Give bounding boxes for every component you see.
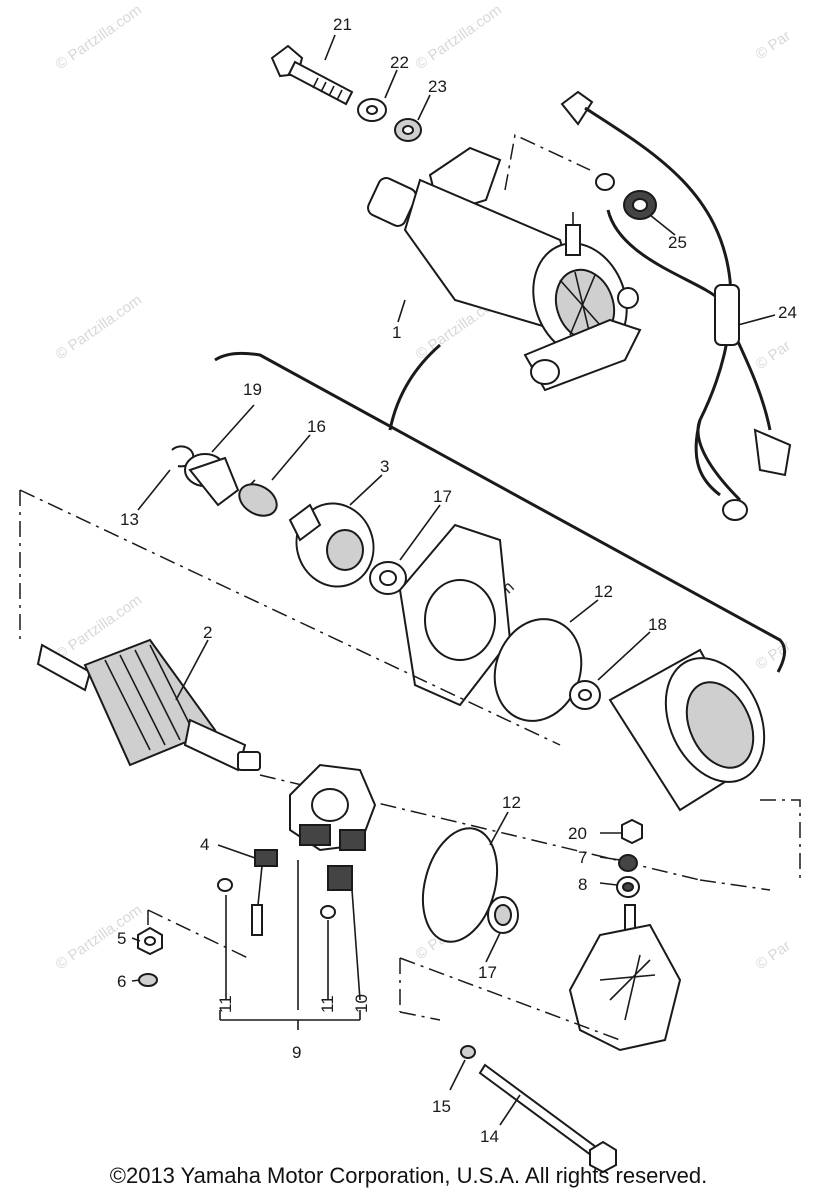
group-leader bbox=[388, 343, 441, 431]
watermark: © Par bbox=[753, 937, 794, 973]
callout-11-right: 11 bbox=[318, 995, 337, 1013]
callout-7: 7 bbox=[578, 848, 587, 867]
callout-17-upper: 17 bbox=[433, 487, 452, 506]
callout-16: 16 bbox=[307, 417, 326, 436]
washer-15 bbox=[460, 1045, 476, 1059]
washer-6 bbox=[138, 973, 158, 987]
collar-19 bbox=[184, 453, 240, 507]
brush-plate bbox=[289, 763, 377, 852]
watermark: © Par bbox=[753, 337, 794, 373]
callout-17-lower: 17 bbox=[478, 963, 497, 982]
brush-holder-10 bbox=[327, 865, 353, 891]
leader-lines bbox=[131, 34, 776, 1126]
callout-1: 1 bbox=[392, 323, 401, 342]
group-bracket bbox=[214, 351, 786, 673]
assembly-guide-line bbox=[147, 909, 621, 1041]
clutch-gear-3 bbox=[288, 502, 375, 588]
washer-11-left bbox=[217, 878, 233, 892]
washer-18 bbox=[569, 680, 601, 710]
watermark: © Partzilla.com bbox=[53, 901, 146, 973]
callout-6: 6 bbox=[117, 972, 126, 991]
washer-17-lower bbox=[487, 896, 519, 934]
callout-13: 13 bbox=[120, 510, 139, 529]
callout-9: 9 bbox=[292, 1043, 301, 1062]
watermark: © Partzilla.com bbox=[413, 1, 506, 73]
washer-11-right bbox=[320, 905, 336, 919]
callout-21: 21 bbox=[333, 15, 352, 34]
through-bolt-14 bbox=[478, 1063, 617, 1174]
spring-16 bbox=[238, 479, 278, 517]
starter-wire-lead-24 bbox=[560, 90, 792, 521]
watermark-layer: © Partzilla.com © Partzilla.com © Par © … bbox=[53, 1, 794, 973]
assembly-guide-line bbox=[219, 1010, 361, 1030]
callout-10: 10 bbox=[352, 994, 371, 1013]
bushing-8 bbox=[616, 876, 640, 898]
callout-15: 15 bbox=[432, 1097, 451, 1116]
callout-2: 2 bbox=[203, 623, 212, 642]
callout-22: 22 bbox=[390, 53, 409, 72]
nut-5 bbox=[137, 926, 163, 956]
washer-terminal bbox=[595, 173, 615, 191]
callout-23: 23 bbox=[428, 77, 447, 96]
callout-19: 19 bbox=[243, 380, 262, 399]
washer-23 bbox=[394, 118, 422, 142]
watermark: © Partzilla.com bbox=[53, 291, 146, 363]
callout-20: 20 bbox=[568, 824, 587, 843]
callout-3: 3 bbox=[380, 457, 389, 476]
callout-12-upper: 12 bbox=[594, 582, 613, 601]
callout-5: 5 bbox=[117, 929, 126, 948]
washer-17-upper bbox=[369, 561, 407, 595]
washer-22 bbox=[357, 98, 387, 122]
o-ring-12-lower bbox=[422, 827, 498, 943]
yoke-housing bbox=[608, 648, 766, 812]
copyright-notice: ©2013 Yamaha Motor Corporation, U.S.A. A… bbox=[109, 1163, 708, 1188]
callout-11-left: 11 bbox=[216, 995, 235, 1013]
washer-7 bbox=[618, 854, 638, 872]
callout-12-lower: 12 bbox=[502, 793, 521, 812]
bolt-21 bbox=[270, 44, 354, 106]
callout-14: 14 bbox=[480, 1127, 499, 1146]
nut-25 bbox=[623, 190, 657, 220]
rear-cover bbox=[568, 904, 682, 1052]
callout-24: 24 bbox=[778, 303, 797, 322]
watermark: © Par bbox=[753, 27, 794, 63]
armature-2 bbox=[36, 638, 261, 772]
assembly-guide-line bbox=[19, 489, 801, 891]
callout-18: 18 bbox=[648, 615, 667, 634]
assembly-guide-line bbox=[504, 133, 591, 191]
starter-motor-assembly-1 bbox=[367, 146, 642, 392]
watermark: © Partzilla.com bbox=[53, 1, 146, 73]
callout-25: 25 bbox=[668, 233, 687, 252]
brush-4 bbox=[251, 849, 278, 936]
bolt-20 bbox=[621, 818, 643, 845]
callout-4: 4 bbox=[200, 835, 209, 854]
callout-labels: 21 22 23 25 24 1 19 16 3 17 13 2 12 18 1… bbox=[117, 15, 797, 1146]
watermark: © Par bbox=[753, 637, 794, 673]
callout-8: 8 bbox=[578, 875, 587, 894]
